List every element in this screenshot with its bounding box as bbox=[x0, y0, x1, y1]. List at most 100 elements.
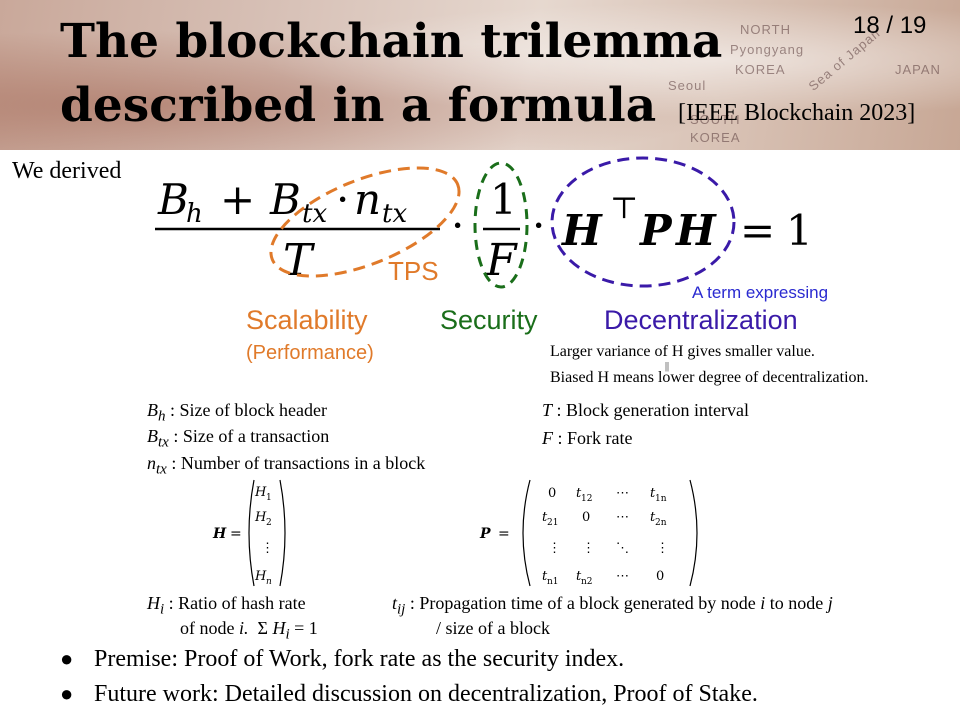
tps-label: TPS bbox=[388, 256, 439, 286]
matrix-p-entry-sub: n1 bbox=[547, 577, 559, 587]
def-text: = 1 bbox=[294, 618, 318, 638]
matrix-p-entry: ⋮ bbox=[582, 541, 595, 556]
def-text: i. bbox=[238, 618, 249, 638]
map-label: KOREA bbox=[735, 62, 786, 77]
matrix-h-entry-sub: n bbox=[266, 577, 272, 587]
security-ellipse bbox=[473, 161, 529, 289]
map-label: KOREA bbox=[690, 130, 741, 145]
formula-dot2: · bbox=[451, 201, 464, 250]
term-expressing-label: A term expressing bbox=[692, 283, 828, 302]
matrix-p-entry-sub: n2 bbox=[581, 577, 593, 587]
def-sub: tx bbox=[156, 461, 167, 478]
page-number: 18 / 19 bbox=[853, 12, 927, 39]
def-text: of node bbox=[180, 618, 235, 638]
def-sub: i bbox=[285, 626, 290, 643]
def-f: F : Fork rate bbox=[542, 428, 632, 449]
matrix-p-left-paren bbox=[522, 479, 531, 587]
matrix-p-entry: t bbox=[650, 510, 656, 525]
matrix-p-entry: ⋯ bbox=[616, 486, 629, 501]
map-label: SOUTH bbox=[690, 112, 741, 127]
matrix-p-entry: 0 bbox=[548, 486, 556, 501]
def-text: : Propagation time of a block generated … bbox=[409, 593, 756, 613]
def-sym: B bbox=[147, 400, 158, 420]
matrix-p-entry-sub: 1n bbox=[655, 494, 667, 504]
intro-text: We derived bbox=[12, 158, 122, 184]
matrix-p-entry: t bbox=[576, 569, 582, 584]
matrix-p-entry: t bbox=[542, 510, 548, 525]
matrix-p-entry: t bbox=[576, 486, 582, 501]
matrix-h-entry: H bbox=[254, 510, 267, 525]
bullet-text: Premise: Proof of Work, fork rate as the… bbox=[94, 646, 625, 672]
formula-rhs: 1 bbox=[786, 206, 813, 255]
trilemma-formula: B h + B tx · n tx T · 1 F · H ⊤ P H = 1 … bbox=[155, 156, 869, 386]
performance-label: (Performance) bbox=[246, 342, 374, 364]
scalability-label: Scalability bbox=[246, 305, 368, 335]
decentralization-ellipse bbox=[550, 156, 736, 288]
matrix-p-entry-sub: 2n bbox=[655, 518, 667, 528]
def-tij-line2: / size of a block bbox=[436, 618, 550, 638]
matrix-h-entry: H bbox=[254, 569, 267, 584]
def-sub: ij bbox=[397, 601, 406, 618]
biased-note: Biased H means lower degree of decentral… bbox=[550, 369, 869, 386]
variance-note: Larger variance of H gives smaller value… bbox=[550, 343, 815, 360]
matrix-p-entry: t bbox=[650, 486, 656, 501]
bullet-icon: ● bbox=[60, 681, 74, 706]
matrix-p-entry: ⋮ bbox=[656, 541, 669, 556]
def-text: i bbox=[760, 593, 766, 613]
map-label: JAPAN bbox=[895, 62, 941, 77]
bullet-icon: ● bbox=[60, 646, 74, 671]
def-sym: B bbox=[147, 426, 158, 446]
def-sym: n bbox=[147, 453, 156, 473]
formula-p: P bbox=[639, 206, 673, 255]
equiv-mark: || bbox=[665, 361, 669, 372]
def-sym: T bbox=[542, 400, 553, 420]
def-t: T : Block generation interval bbox=[542, 400, 749, 421]
def-sub: tx bbox=[158, 434, 169, 451]
formula-one: 1 bbox=[490, 175, 517, 224]
map-label: Pyongyang bbox=[730, 42, 805, 57]
def-btx: Btx : Size of a transaction bbox=[147, 426, 329, 452]
def-text: : Size of a transaction bbox=[173, 426, 330, 446]
matrix-p-entry: ⋯ bbox=[616, 510, 629, 525]
formula-h2: H bbox=[675, 206, 717, 255]
matrix-p-entry-sub: 12 bbox=[581, 494, 592, 504]
def-text: : Number of transactions in a block bbox=[171, 453, 426, 473]
def-text: : Size of block header bbox=[170, 400, 327, 420]
bullet-text: Future work: Detailed discussion on dece… bbox=[94, 681, 758, 707]
slide-header: NORTH Pyongyang KOREA Seoul SOUTH KOREA … bbox=[0, 0, 960, 150]
bullet-item: ● Premise: Proof of Work, fork rate as t… bbox=[60, 646, 758, 673]
formula-t: T bbox=[283, 235, 316, 286]
formula-f: F bbox=[485, 235, 518, 286]
matrix-p-entry: ⋯ bbox=[616, 569, 629, 584]
formula-bh-sub: h bbox=[186, 199, 203, 229]
def-sym: H bbox=[147, 593, 160, 613]
sum-symbol: Σ bbox=[257, 618, 268, 638]
def-sym: F bbox=[542, 428, 553, 448]
formula-ntx: n bbox=[354, 175, 381, 224]
matrix-h-left-paren bbox=[248, 479, 255, 587]
def-sym: H bbox=[272, 618, 286, 638]
formula-btx-sub: tx bbox=[302, 199, 327, 229]
formula-ntx-sub: tx bbox=[382, 199, 407, 229]
def-sym: t bbox=[392, 593, 398, 613]
page-title: The blockchain trilemma described in a f… bbox=[60, 10, 722, 138]
title-line-2: described in a formula bbox=[60, 78, 657, 133]
matrix-p-entry: ⋱ bbox=[616, 541, 629, 556]
matrix-h-name: H bbox=[212, 526, 227, 542]
citation: [IEEE Blockchain 2023] bbox=[678, 100, 916, 126]
matrix-p-entry: ⋮ bbox=[548, 541, 561, 556]
def-bh: Bh : Size of block header bbox=[147, 400, 327, 426]
matrix-h-entry: ⋮ bbox=[261, 541, 274, 556]
def-hi-line2: of node i. Σ Hi = 1 bbox=[180, 618, 318, 644]
bullet-item: ● Future work: Detailed discussion on de… bbox=[60, 681, 758, 708]
def-text: : Block generation interval bbox=[556, 400, 749, 420]
matrix-h-entry-sub: 1 bbox=[266, 493, 272, 503]
matrix-h-entry-sub: 2 bbox=[266, 518, 272, 528]
bullet-list: ● Premise: Proof of Work, fork rate as t… bbox=[60, 646, 758, 716]
def-ntx: ntx : Number of transactions in a block bbox=[147, 453, 425, 479]
matrix-p-right-paren bbox=[689, 479, 698, 587]
def-tij: tij : Propagation time of a block genera… bbox=[392, 593, 833, 619]
security-label: Security bbox=[440, 305, 538, 335]
def-text: to node bbox=[769, 593, 824, 613]
matrix-p-entry-sub: 21 bbox=[547, 518, 558, 528]
